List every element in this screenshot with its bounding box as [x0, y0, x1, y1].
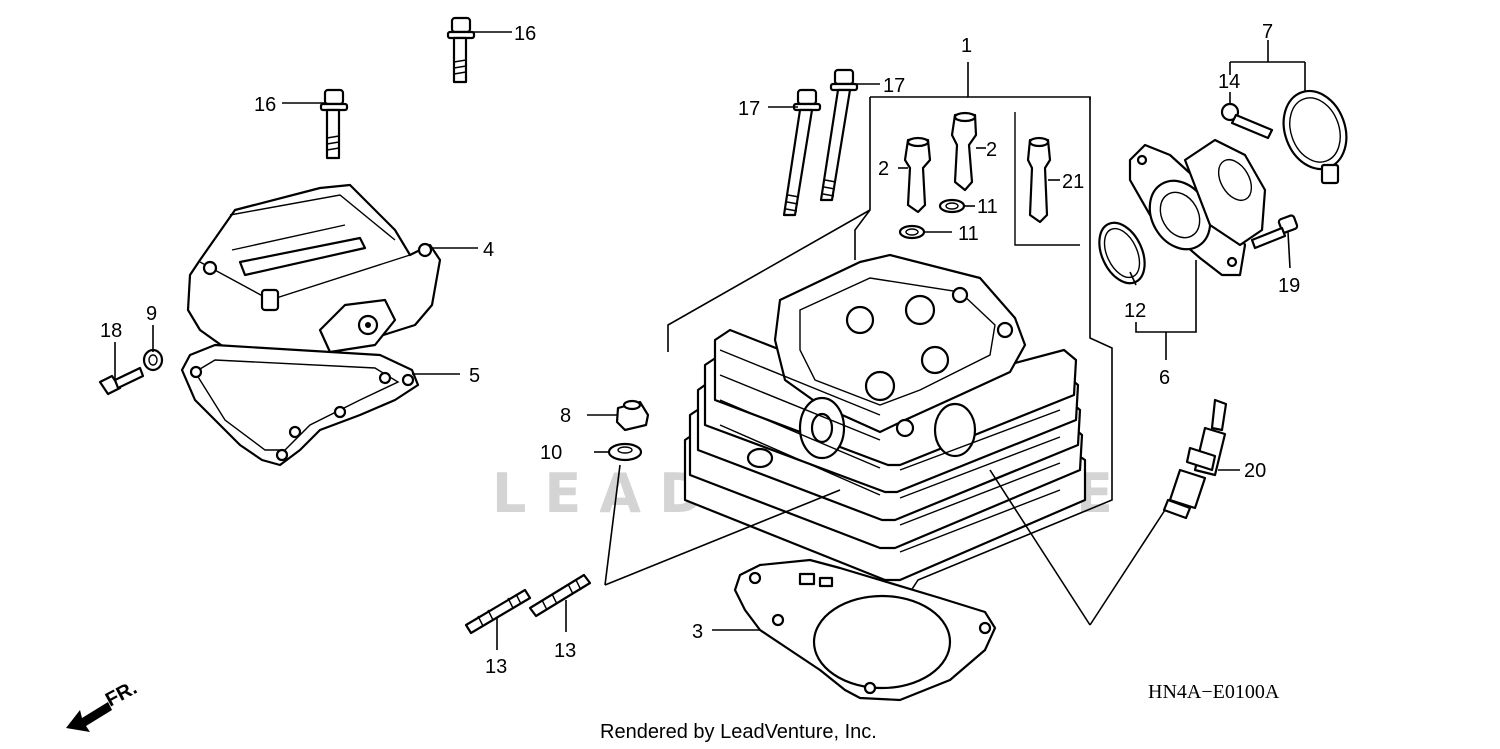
callout-5: 5 — [469, 365, 480, 387]
stud-13-b — [528, 573, 592, 618]
insulator — [1128, 138, 1267, 277]
callout-10: 10 — [540, 442, 562, 464]
callout-13-right: 13 — [554, 640, 576, 662]
clip-ring-a — [938, 198, 966, 214]
callout-7: 7 — [1262, 21, 1273, 43]
front-direction-arrow — [66, 702, 112, 732]
bolt-19 — [1250, 214, 1299, 250]
callout-16-left: 16 — [254, 94, 276, 116]
cylinder-head — [683, 253, 1087, 582]
cover-gasket — [180, 343, 420, 467]
leader-lines — [114, 31, 1306, 650]
stud-13-a — [464, 588, 532, 635]
washer-9 — [142, 348, 164, 372]
callout-21: 21 — [1062, 171, 1084, 193]
valve-guide-a — [903, 136, 932, 214]
cap-nut-8 — [615, 399, 650, 432]
callout-16-top: 16 — [514, 23, 536, 45]
head-cover — [186, 183, 442, 407]
callout-17-right: 17 — [883, 75, 905, 97]
callout-13-left: 13 — [485, 656, 507, 678]
callout-19: 19 — [1278, 275, 1300, 297]
callout-11-upper: 11 — [977, 196, 998, 218]
callout-8: 8 — [560, 405, 571, 427]
bolt-16-top — [446, 16, 476, 84]
callout-labels: 1 2 2 3 4 5 6 7 8 9 10 11 11 12 13 13 14… — [100, 21, 1300, 678]
callout-14: 14 — [1218, 71, 1240, 93]
washer-10 — [607, 442, 643, 462]
callout-18: 18 — [100, 320, 122, 342]
callout-3: 3 — [692, 621, 703, 643]
callout-6: 6 — [1159, 367, 1170, 389]
callout-17-left: 17 — [738, 98, 760, 120]
bolt-17-a — [782, 88, 822, 217]
callout-9: 9 — [146, 303, 157, 325]
reference-code: HN4A−E0100A — [1148, 681, 1280, 703]
bolt-16-left — [319, 88, 349, 160]
valve-guide-21 — [1026, 136, 1052, 224]
head-gasket — [733, 558, 997, 702]
callout-4: 4 — [483, 239, 494, 261]
bolt-18 — [98, 366, 145, 396]
callout-20: 20 — [1244, 460, 1266, 482]
callout-2-right: 2 — [986, 139, 997, 161]
bolt-17-b — [819, 68, 859, 202]
valve-guide-b — [950, 111, 978, 192]
callout-12: 12 — [1124, 300, 1146, 322]
callout-11-lower: 11 — [958, 223, 979, 245]
band-7 — [1282, 89, 1348, 185]
callout-2-left: 2 — [878, 158, 889, 180]
callout-1: 1 — [961, 35, 972, 57]
spark-plug — [1162, 398, 1228, 520]
screw-14 — [1220, 102, 1274, 140]
render-credit: Rendered by LeadVenture, Inc. — [600, 721, 877, 743]
clip-ring-b — [898, 224, 926, 240]
assembly-bracket — [667, 62, 1113, 601]
o-ring-12 — [1098, 221, 1146, 285]
